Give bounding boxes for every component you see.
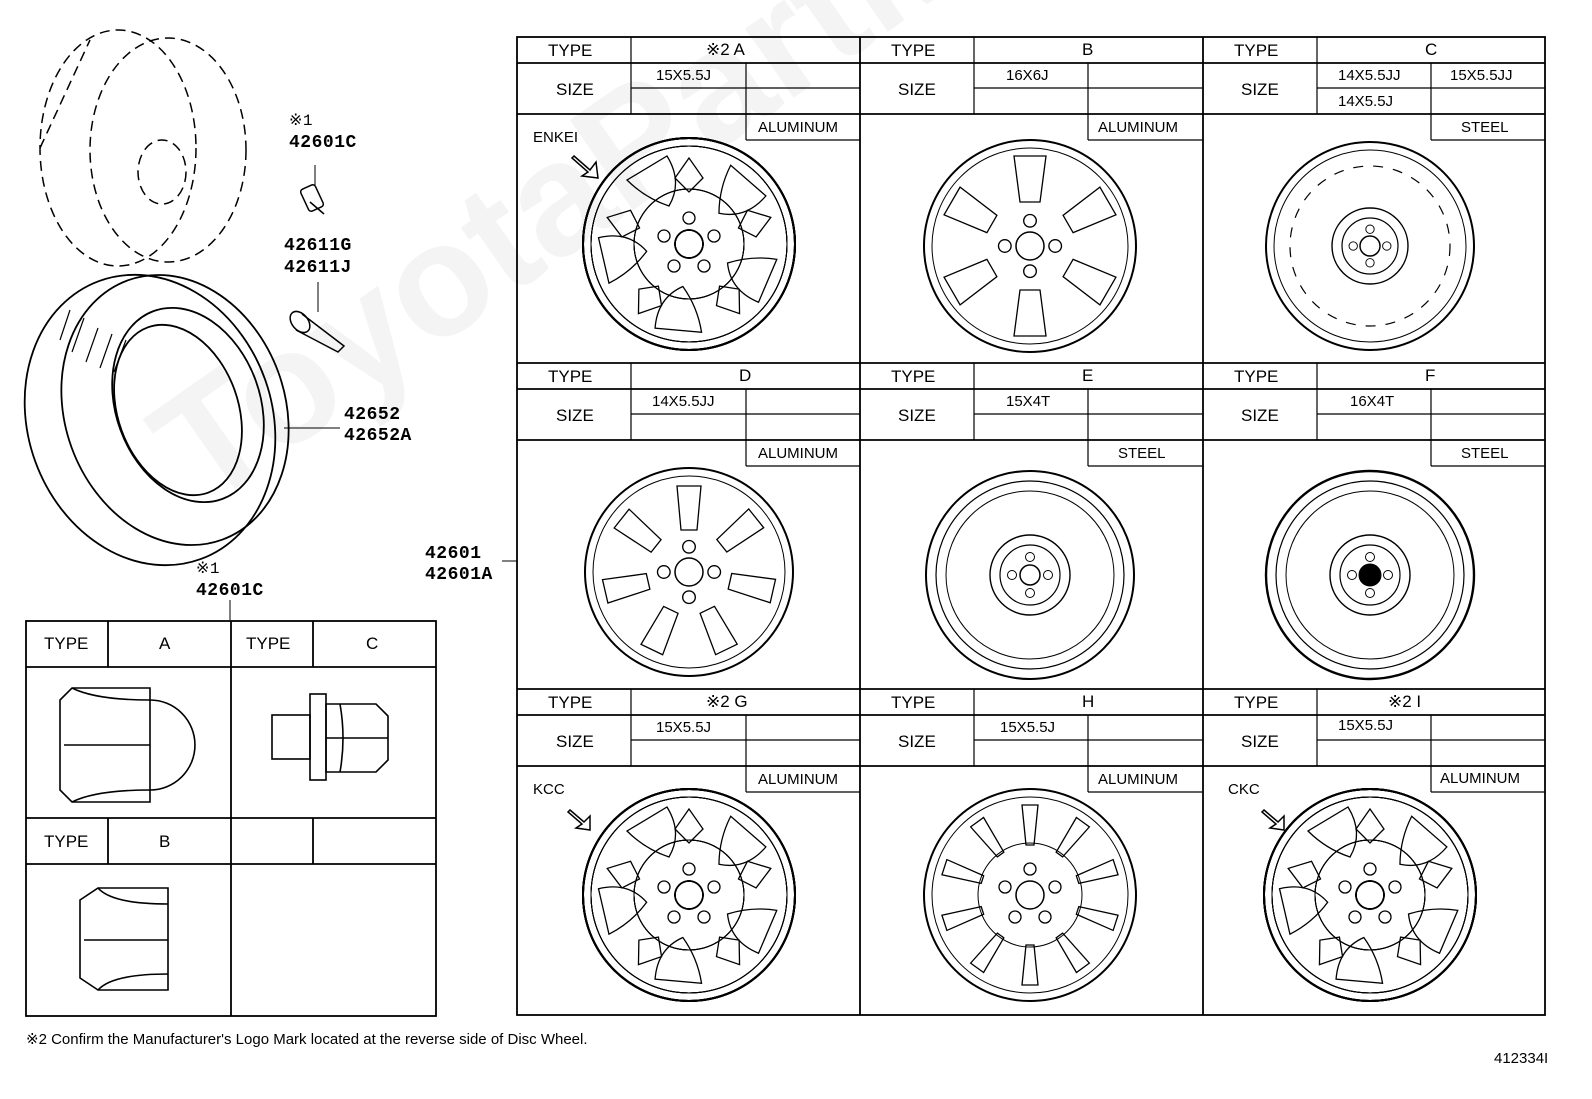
wheel-a-material: ALUMINUM: [758, 119, 839, 136]
nut-table-grid: [25, 620, 437, 1017]
wheel-a-size: 15X5.5J: [656, 67, 712, 84]
wheel-i-arrow-icon: [1260, 808, 1285, 831]
nut-a-drawing: [59, 687, 196, 803]
wheel-h-drawing: [923, 788, 1137, 1002]
wheel-g-size: 15X5.5J: [656, 719, 712, 736]
wheel-d-drawing: [584, 467, 794, 677]
wheel-g-material: ALUMINUM: [758, 771, 839, 788]
valve-cap-mark: ※1: [289, 112, 314, 130]
wheel-g-drawing: [539, 745, 839, 1045]
wheel-i-size-label: SIZE: [1241, 732, 1279, 751]
wheel-i-material: ALUMINUM: [1440, 770, 1521, 787]
wheel-c-size-label: SIZE: [1241, 80, 1279, 99]
tire-part-number-2[interactable]: 42652A: [344, 426, 412, 446]
wheel-i-maker: CKC: [1228, 781, 1260, 798]
wheel-i-size: 15X5.5J: [1338, 717, 1394, 734]
wheel-f-size: 16X4T: [1350, 393, 1395, 410]
wheel-h-material: ALUMINUM: [1098, 771, 1179, 788]
wheel-a-maker: ENKEI: [533, 129, 579, 146]
wheel-i-type-label: TYPE: [1234, 693, 1279, 712]
hub-nut-mark: ※1: [196, 560, 221, 578]
wheel-a-drawing: [539, 94, 839, 394]
wheel-h-type-value: H: [1082, 692, 1095, 711]
valve-cap-part-number[interactable]: 42601C: [289, 133, 357, 153]
wheel-i-type-value: ※2 I: [1388, 692, 1422, 711]
wheel-b-size-label: SIZE: [898, 80, 936, 99]
wheel-phantom-drawing: [39, 29, 247, 267]
wheel-b-drawing: [923, 139, 1137, 353]
wheel-g-type-value: ※2 G: [706, 692, 748, 711]
wheel-a-type-label: TYPE: [548, 41, 593, 60]
wheel-h-size-label: SIZE: [898, 732, 936, 751]
wheel-g-type-label: TYPE: [548, 693, 593, 712]
wheel-c-drawing: [1265, 141, 1475, 351]
wheel-table-grid: [516, 36, 1546, 1016]
wheel-a-size-label: SIZE: [556, 80, 594, 99]
wheel-f-type-label: TYPE: [1234, 367, 1279, 386]
nut-c-drawing: [271, 693, 389, 781]
wheel-f-size-label: SIZE: [1241, 406, 1279, 425]
nut-a-type-label: TYPE: [44, 634, 89, 653]
valve-stem-part-number-1[interactable]: 42611G: [284, 236, 352, 256]
wheel-b-size: 16X6J: [1006, 67, 1049, 84]
wheel-c-type-label: TYPE: [1234, 41, 1279, 60]
valve-stem-drawing: [289, 310, 346, 353]
wheel-c-material: STEEL: [1461, 119, 1509, 136]
nut-b-drawing: [79, 887, 169, 991]
nut-c-type-value: C: [366, 634, 379, 653]
nut-b-type-value: B: [159, 832, 171, 851]
valve-stem-part-number-2[interactable]: 42611J: [284, 258, 352, 278]
wheel-c-type-value: C: [1425, 40, 1438, 59]
tire-drawing: [23, 273, 290, 567]
wheel-c-size-2: 15X5.5JJ: [1450, 67, 1513, 84]
figure-id: 412334I: [1494, 1050, 1549, 1067]
wheel-h-type-label: TYPE: [891, 693, 936, 712]
wheel-e-drawing: [925, 470, 1135, 680]
footnote: ※2 Confirm the Manufacturer's Logo Mark …: [26, 1031, 588, 1048]
wheel-d-type-label: TYPE: [548, 367, 593, 386]
wheel-b-type-value: B: [1082, 40, 1094, 59]
wheel-d-type-value: D: [739, 366, 752, 385]
wheel-d-size-label: SIZE: [556, 406, 594, 425]
wheel-d-material: ALUMINUM: [758, 445, 839, 462]
wheel-f-material: STEEL: [1461, 445, 1509, 462]
wheel-a-arrow-icon: [570, 154, 599, 179]
wheel-b-type-label: TYPE: [891, 41, 936, 60]
wheel-table-subgrid: [630, 37, 1545, 793]
valve-cap-drawing: [299, 183, 325, 215]
wheel-f-type-value: F: [1425, 366, 1436, 385]
wheel-g-arrow-icon: [566, 808, 591, 831]
nut-c-type-label: TYPE: [246, 634, 291, 653]
wheel-part-number-1[interactable]: 42601: [425, 544, 482, 564]
wheel-e-size-label: SIZE: [898, 406, 936, 425]
wheel-b-material: ALUMINUM: [1098, 119, 1179, 136]
wheel-h-size: 15X5.5J: [1000, 719, 1056, 736]
wheel-a-type-value: ※2 A: [706, 40, 745, 59]
wheel-f-drawing: [1264, 469, 1476, 681]
wheel-e-type-label: TYPE: [891, 367, 936, 386]
wheel-e-type-value: E: [1082, 366, 1094, 385]
hub-nut-part-number[interactable]: 42601C: [196, 581, 264, 601]
wheel-g-maker: KCC: [533, 781, 565, 798]
wheel-d-size: 14X5.5JJ: [652, 393, 715, 410]
tire-part-number-1[interactable]: 42652: [344, 405, 401, 425]
wheel-c-size-3: 14X5.5J: [1338, 93, 1394, 110]
wheel-i-drawing: [1220, 745, 1520, 1045]
wheel-e-size: 15X4T: [1006, 393, 1051, 410]
wheel-g-size-label: SIZE: [556, 732, 594, 751]
wheel-c-size-1: 14X5.5JJ: [1338, 67, 1401, 84]
nut-a-type-value: A: [159, 634, 171, 653]
nut-b-type-label: TYPE: [44, 832, 89, 851]
wheel-part-number-2[interactable]: 42601A: [425, 565, 493, 585]
wheel-e-material: STEEL: [1118, 445, 1166, 462]
